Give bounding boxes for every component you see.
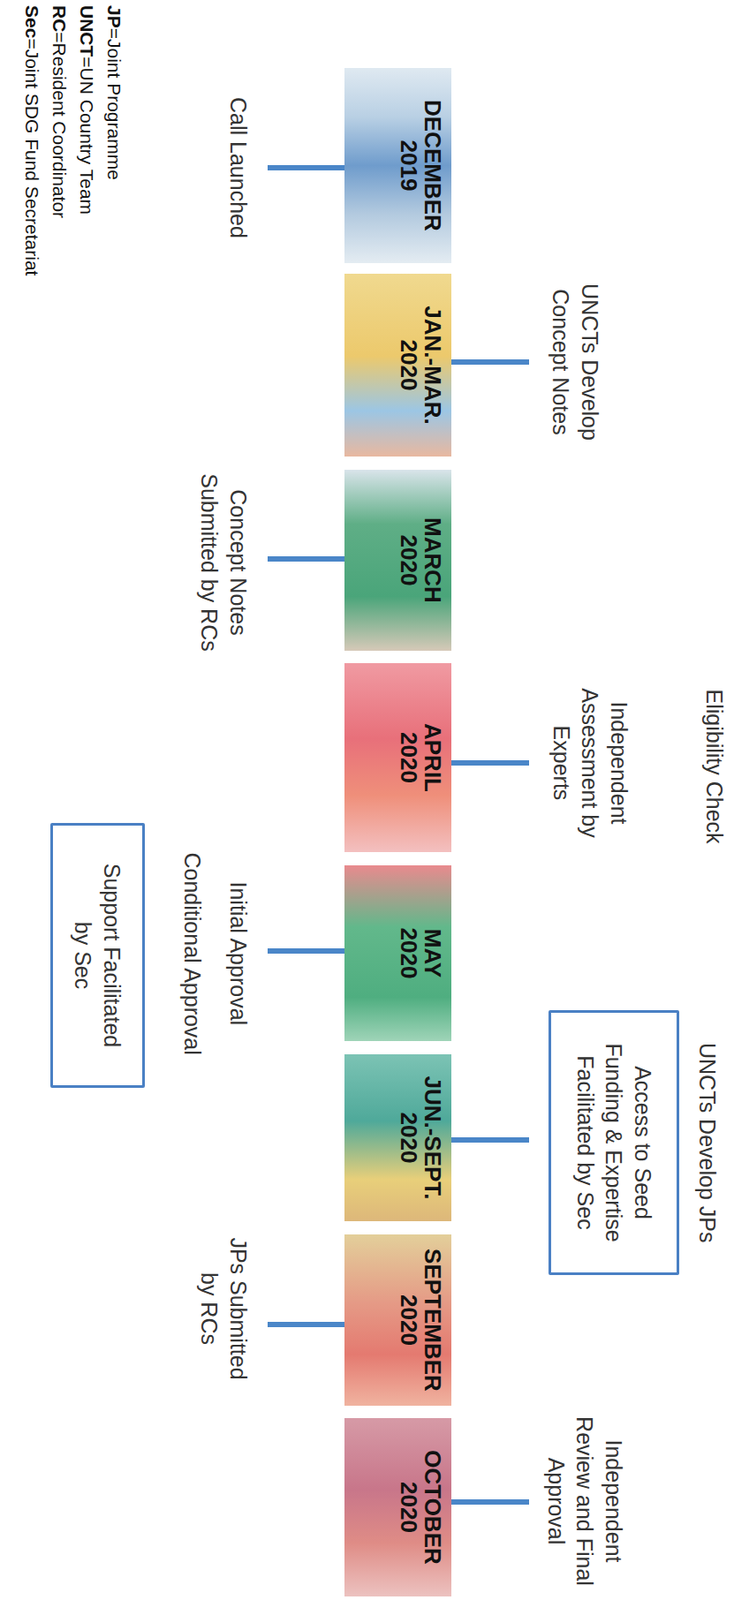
step-label: Initial Approval — [224, 882, 254, 1027]
step-label: Conditional Approval — [178, 853, 208, 1056]
month-label: DECEMBER 2019 — [397, 99, 445, 232]
month-tile: APRIL 2020 — [344, 663, 452, 853]
step-label: UNCTs Develop JPs — [693, 1043, 723, 1243]
month-label: MAY 2020 — [397, 928, 445, 980]
support-box: Access to Seed Funding & Expertise Facil… — [549, 1010, 681, 1276]
support-box: Support Facilitated by Sec — [50, 823, 145, 1089]
month-tile: DECEMBER 2019 — [344, 68, 452, 264]
step-label: Call Launched — [224, 97, 254, 239]
month-label: SEPTEMBER 2020 — [397, 1248, 445, 1393]
leader-line — [267, 1322, 345, 1328]
month-label: JAN.-MAR. 2020 — [397, 305, 445, 424]
abbreviation-note: UNCT=UN Country Team — [75, 5, 99, 215]
box-text: Access to Seed Funding & Expertise Facil… — [571, 1030, 659, 1257]
step-label: UNCTs Develop Concept Notes — [546, 276, 605, 449]
leader-line — [451, 359, 530, 365]
abbreviation-note: RC=Resident Coordinator — [47, 5, 72, 219]
month-label: APRIL 2020 — [397, 723, 445, 793]
leader-line — [267, 165, 345, 171]
step-label: Independent Review and Final Approval — [542, 1411, 629, 1593]
month-tile: JUN.-SEPT. 2020 — [344, 1054, 452, 1222]
step-label: Concept Notes Submitted by RCs — [195, 469, 253, 657]
month-tile: JAN.-MAR. 2020 — [344, 273, 452, 457]
month-label: OCTOBER 2020 — [397, 1450, 445, 1566]
abbreviation-note: JP=Joint Programme — [102, 5, 127, 181]
step-label: Independent Assessment by Experts — [547, 681, 635, 846]
month-label: MARCH 2020 — [397, 517, 445, 604]
month-label: JUN.-SEPT. 2020 — [397, 1075, 445, 1200]
step-label: Eligibility Check — [700, 689, 730, 845]
leader-line — [267, 556, 345, 562]
box-text: Support Facilitated by Sec — [68, 855, 127, 1057]
leader-line — [451, 1137, 530, 1143]
month-tile: MAY 2020 — [344, 865, 452, 1042]
month-tile: OCTOBER 2020 — [344, 1418, 452, 1597]
leader-line — [451, 1499, 530, 1506]
month-tile: SEPTEMBER 2020 — [344, 1234, 452, 1407]
month-tile: MARCH 2020 — [344, 469, 452, 651]
leader-line — [451, 760, 530, 766]
step-label: JPs Submitted by RCs — [195, 1231, 253, 1387]
leader-line — [267, 948, 345, 954]
abbreviation-note: Sec=Joint SDG Fund Secretariat — [20, 5, 45, 276]
